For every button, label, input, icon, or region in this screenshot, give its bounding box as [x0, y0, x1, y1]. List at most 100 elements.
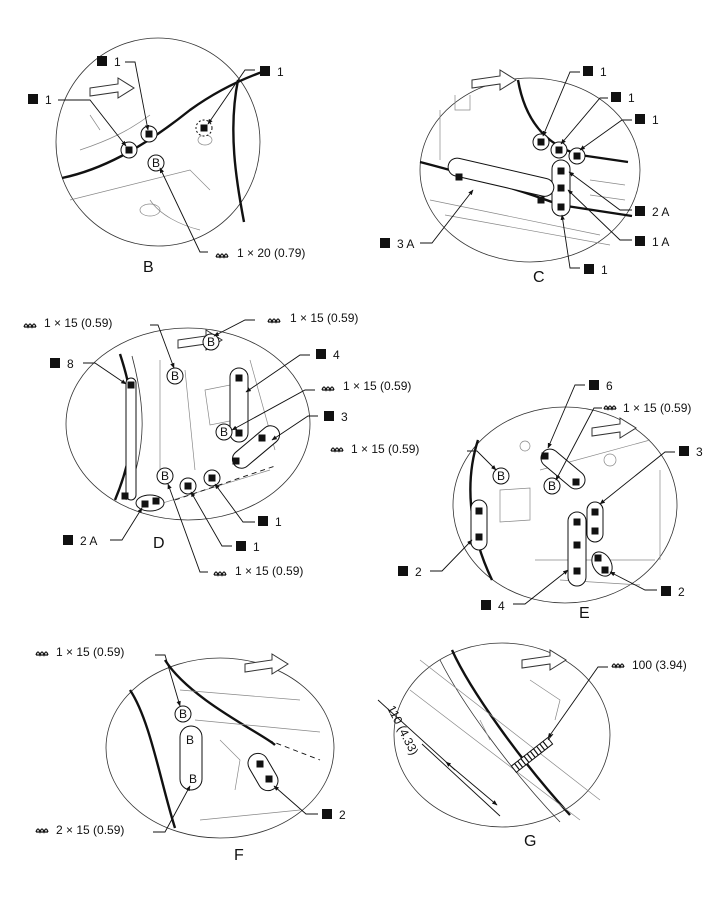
- view-d-label-7: 2 A: [80, 534, 97, 548]
- view-e-label-2: 1 × 15 (0.59): [623, 401, 691, 415]
- view-g-outline: [393, 642, 611, 828]
- view-f-label-1: 1 × 15 (0.59): [56, 645, 124, 659]
- view-e-direction-arrow: [591, 417, 637, 439]
- view-d-label-10: 1 × 15 (0.59): [235, 564, 303, 578]
- spot-weld-icon: [679, 446, 689, 456]
- view-b-direction-arrow: [89, 77, 135, 99]
- view-c-label-7: 3 A: [397, 237, 414, 251]
- svg-text:B: B: [548, 479, 556, 493]
- view-f: B B B 1 × 15 (0.59) 2 2 × 15 (0.59) F: [35, 645, 346, 864]
- spot-weld-icon: [324, 411, 334, 421]
- spot-weld-icon: [481, 600, 491, 610]
- view-d-label-8: 1: [275, 515, 282, 529]
- view-e-label-4: 3: [696, 445, 703, 459]
- svg-text:B: B: [186, 733, 194, 747]
- spot-weld-icon: [635, 206, 645, 216]
- view-g-caption: G: [524, 833, 536, 850]
- view-g: 100 (3.94) 110 (4.33) G: [377, 642, 687, 850]
- view-f-outline: [105, 657, 335, 839]
- view-f-caption: F: [234, 847, 244, 864]
- view-e-outline: [452, 406, 678, 604]
- view-e-caption: E: [579, 605, 590, 622]
- spot-weld-icon: [322, 809, 332, 819]
- spot-weld-icon: [589, 380, 599, 390]
- spot-weld-icon: [50, 358, 60, 368]
- spot-weld-icon: [258, 516, 268, 526]
- arc-weld-icon: [267, 318, 281, 324]
- view-g-seam: [450, 649, 571, 816]
- weld-bead: [510, 736, 554, 774]
- svg-text:B: B: [171, 369, 179, 383]
- view-e-label-5: 2: [415, 565, 422, 579]
- arc-weld-icon: [213, 571, 227, 577]
- view-f-label-2: 2: [339, 808, 346, 822]
- view-b-label-2: 1: [114, 55, 121, 69]
- arc-weld-icon: [611, 663, 625, 669]
- arc-weld-icon: [321, 386, 335, 392]
- arc-weld-icon: [603, 405, 617, 411]
- view-d-label-6: 3: [341, 410, 348, 424]
- view-e-label-1: 6: [606, 379, 613, 393]
- spot-weld-icon: [236, 541, 246, 551]
- view-e-label-6: 4: [498, 599, 505, 613]
- view-e-label-7: 2: [678, 585, 685, 599]
- view-b-outline: [55, 37, 261, 247]
- spot-weld-icon: [635, 236, 645, 246]
- spot-weld-icon: [260, 66, 270, 76]
- view-c-label-6: 1: [601, 263, 608, 277]
- spot-weld-icon: [398, 566, 408, 576]
- view-g-label-2: 110 (4.33): [384, 703, 421, 757]
- svg-text:B: B: [189, 772, 197, 786]
- view-e: B B 6 1 × 15 (0.59) 1 × 15 (0.59) 3 2: [330, 379, 703, 622]
- spot-weld-icon: [611, 92, 621, 102]
- view-d-label-3: 8: [67, 357, 74, 371]
- view-d: B B B B 1 × 15 (0.59) 1 × 15 (0.59) 8 4 …: [23, 311, 411, 578]
- view-c-direction-arrow: [471, 69, 517, 91]
- spot-weld-icon: [97, 56, 107, 66]
- view-d-label-5: 1 × 15 (0.59): [343, 379, 411, 393]
- svg-text:B: B: [497, 469, 505, 483]
- view-d-label-9: 1: [253, 540, 260, 554]
- view-c-label-5: 1 A: [652, 235, 669, 249]
- view-d-caption: D: [153, 535, 165, 552]
- view-c-label-3: 1: [652, 113, 659, 127]
- spot-weld-icon: [380, 238, 390, 248]
- spot-weld-icon: [635, 114, 645, 124]
- view-c-caption: C: [533, 269, 545, 286]
- view-f-label-3: 2 × 15 (0.59): [56, 823, 124, 837]
- view-c-label-2: 1: [628, 91, 635, 105]
- arc-weld-icon: [23, 323, 37, 329]
- view-c: 1 1 1 2 A 1 A 1 3 A C: [380, 65, 669, 286]
- spot-weld-icon: [583, 66, 593, 76]
- spot-weld-icon: [584, 264, 594, 274]
- view-f-direction-arrow: [244, 653, 289, 675]
- view-e-label-3: 1 × 15 (0.59): [351, 442, 419, 456]
- view-b-label-1: 1: [45, 93, 52, 107]
- svg-text:B: B: [179, 707, 187, 721]
- view-b-label-3: 1: [277, 65, 284, 79]
- view-b: B 1 1 1 1 × 20 (0.79) B: [28, 37, 305, 276]
- svg-text:B: B: [220, 425, 228, 439]
- view-d-label-4: 4: [333, 348, 340, 362]
- view-b-label-4: 1 × 20 (0.79): [237, 246, 305, 260]
- view-c-label-4: 2 A: [652, 205, 669, 219]
- arc-weld-icon: [215, 253, 229, 259]
- view-g-direction-arrow: [521, 649, 567, 671]
- view-d-label-2: 1 × 15 (0.59): [290, 311, 358, 325]
- arc-weld-icon: [330, 447, 344, 453]
- view-c-label-1: 1: [600, 65, 607, 79]
- svg-text:B: B: [152, 156, 160, 170]
- spot-weld-icon: [63, 535, 73, 545]
- arc-weld-icon: [35, 651, 49, 657]
- view-c-outline: [419, 77, 641, 263]
- view-g-label-1: 100 (3.94): [632, 658, 687, 672]
- spot-weld-icon: [661, 586, 671, 596]
- view-d-label-1: 1 × 15 (0.59): [44, 316, 112, 330]
- svg-text:B: B: [161, 469, 169, 483]
- view-d-outline: [65, 327, 311, 521]
- svg-text:B: B: [207, 335, 215, 349]
- spot-weld-icon: [316, 349, 326, 359]
- arc-weld-icon: [35, 828, 49, 834]
